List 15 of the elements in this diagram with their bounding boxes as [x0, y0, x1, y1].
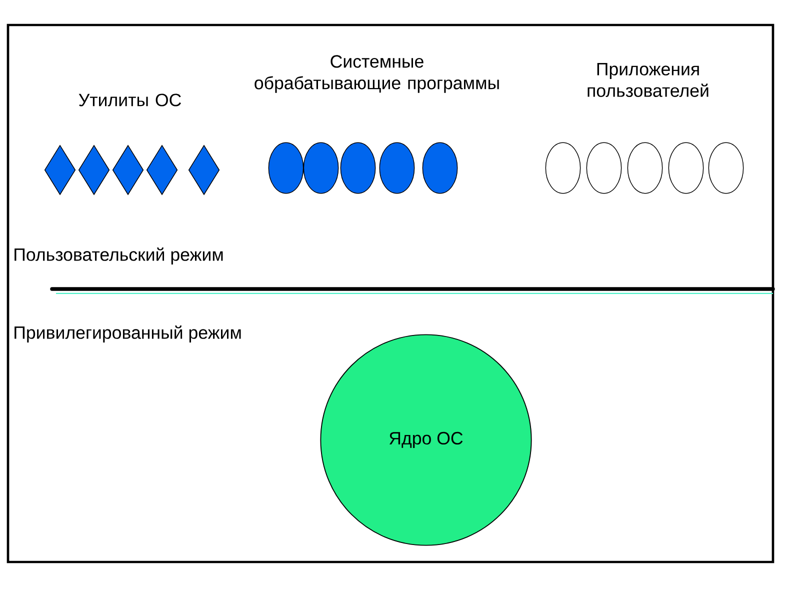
circle — [303, 142, 339, 194]
circle — [340, 142, 376, 194]
group-label: Утилиты ОС — [78, 94, 181, 106]
group-label: Привилегированный режим — [14, 326, 241, 342]
group-label: Системные обрабатывающие программы — [254, 55, 499, 93]
circle — [268, 142, 304, 194]
circle — [708, 142, 744, 194]
group-label: Приложения пользователей — [588, 63, 708, 97]
circle — [545, 142, 581, 194]
group-label: Пользовательский режим — [14, 248, 223, 264]
circle — [627, 142, 663, 194]
circle — [586, 142, 622, 194]
circle — [422, 142, 458, 194]
circle — [379, 142, 415, 194]
circle — [668, 142, 704, 194]
